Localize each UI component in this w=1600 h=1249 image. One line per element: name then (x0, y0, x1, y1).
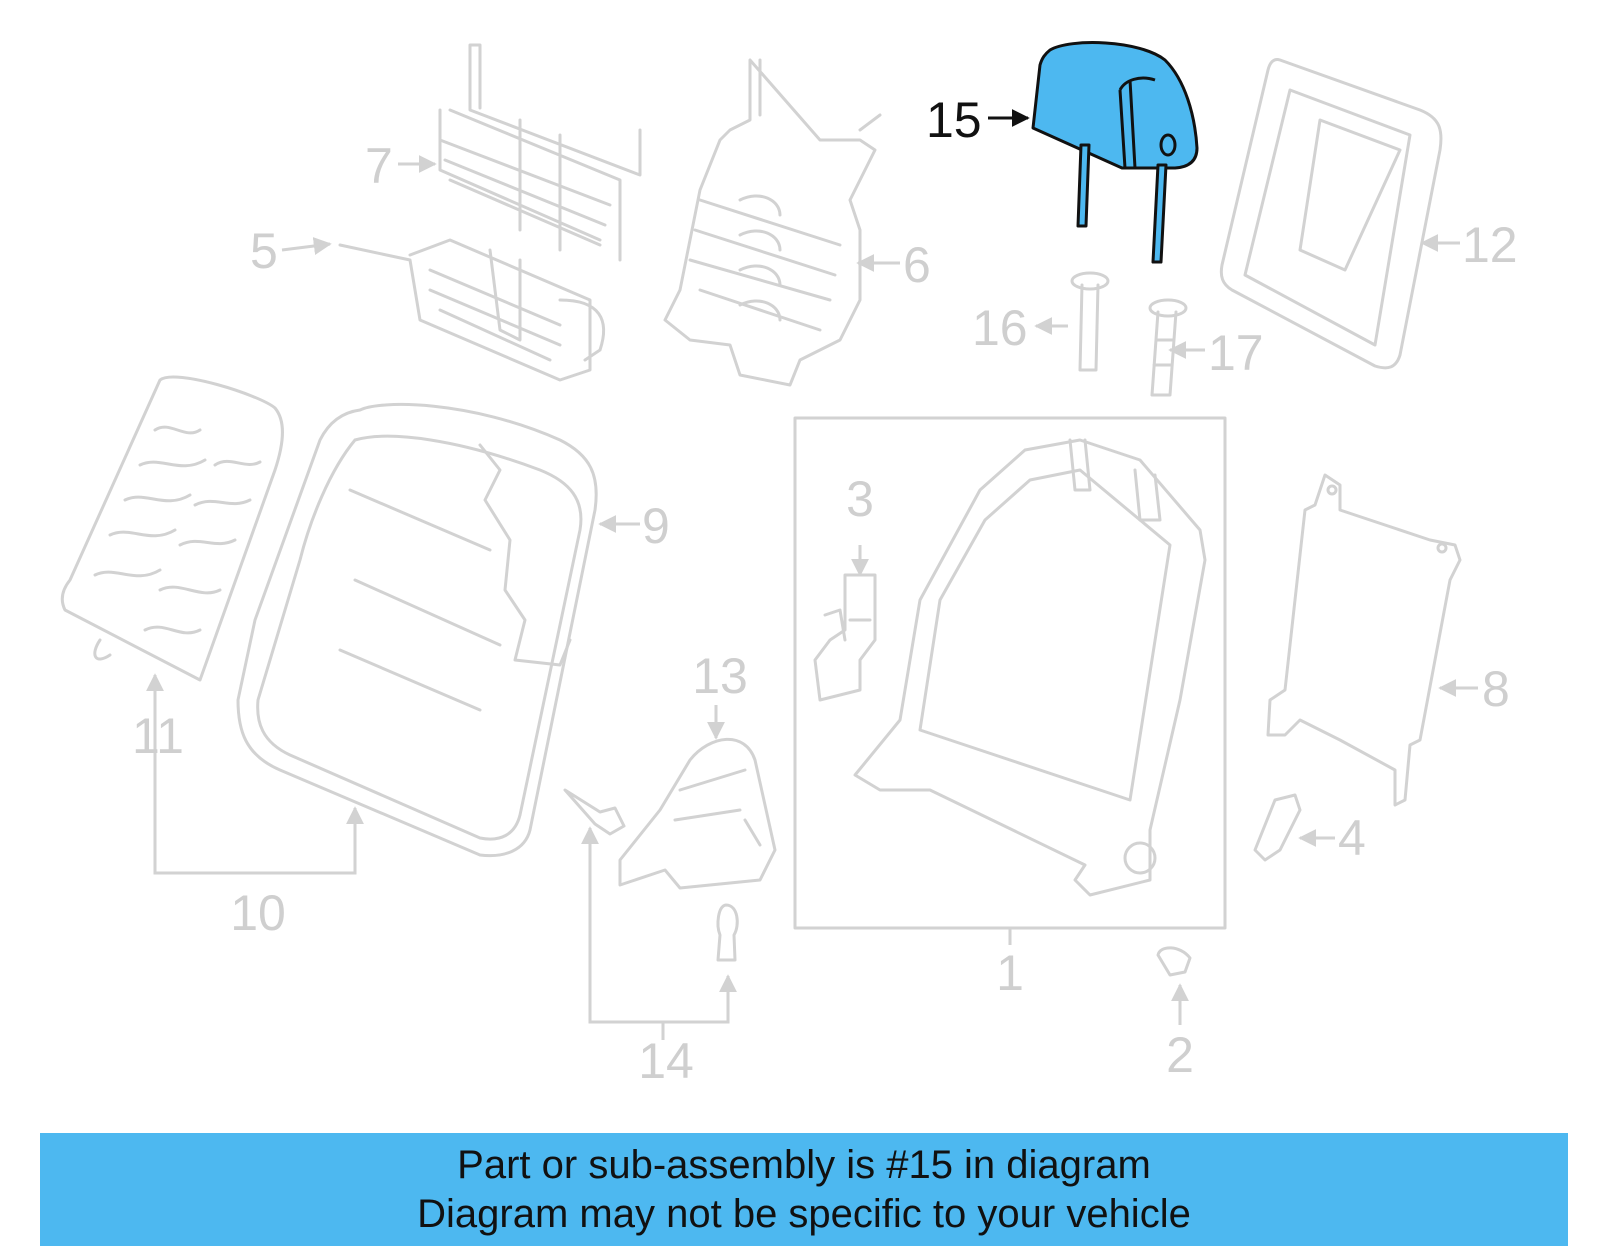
callouts: 1 2 3 4 5 6 7 8 9 10 11 12 13 14 15 16 1… (132, 92, 1518, 1089)
part-9-seat-back-cover (236, 402, 598, 858)
callout-13: 13 (692, 648, 748, 704)
part-15-headrest[interactable] (1031, 41, 1199, 264)
callout-4: 4 (1338, 810, 1366, 866)
part-13-side-shield (618, 737, 777, 890)
callout-3: 3 (846, 471, 874, 527)
callout-1: 1 (996, 945, 1024, 1001)
part-5-lumbar-support (338, 238, 606, 382)
banner-line-2: Diagram may not be specific to your vehi… (417, 1192, 1191, 1236)
banner-line-1: Part or sub-assembly is #15 in diagram (457, 1143, 1151, 1187)
callout-12: 12 (1462, 217, 1518, 273)
part-16-guide (1070, 271, 1110, 372)
leader-lines (146, 109, 1478, 1040)
part-8-plate (1266, 473, 1462, 807)
callout-5: 5 (250, 223, 278, 279)
callout-6: 6 (903, 237, 931, 293)
callout-14: 14 (638, 1033, 694, 1089)
callout-15: 15 (926, 92, 982, 148)
callout-7: 7 (365, 138, 393, 194)
part-14-screws (563, 788, 739, 962)
info-banner: Part or sub-assembly is #15 in diagram D… (40, 1133, 1568, 1246)
callout-11: 11 (132, 708, 184, 764)
part-7-frame-wire (438, 43, 642, 262)
part-17-guide (1148, 298, 1188, 397)
callout-9: 9 (642, 498, 670, 554)
callout-2: 2 (1166, 1027, 1194, 1083)
callout-10: 10 (230, 885, 286, 941)
part-2-clip (1156, 946, 1192, 977)
callout-17: 17 (1208, 325, 1264, 381)
part-6-back-pad-module (663, 58, 882, 387)
callout-8: 8 (1482, 661, 1510, 717)
part-12-back-cover (1219, 58, 1443, 370)
part-11-back-pad (60, 375, 284, 682)
part-4-bracket (1253, 793, 1302, 862)
part-3-actuator (813, 573, 877, 702)
callout-16: 16 (972, 300, 1028, 356)
